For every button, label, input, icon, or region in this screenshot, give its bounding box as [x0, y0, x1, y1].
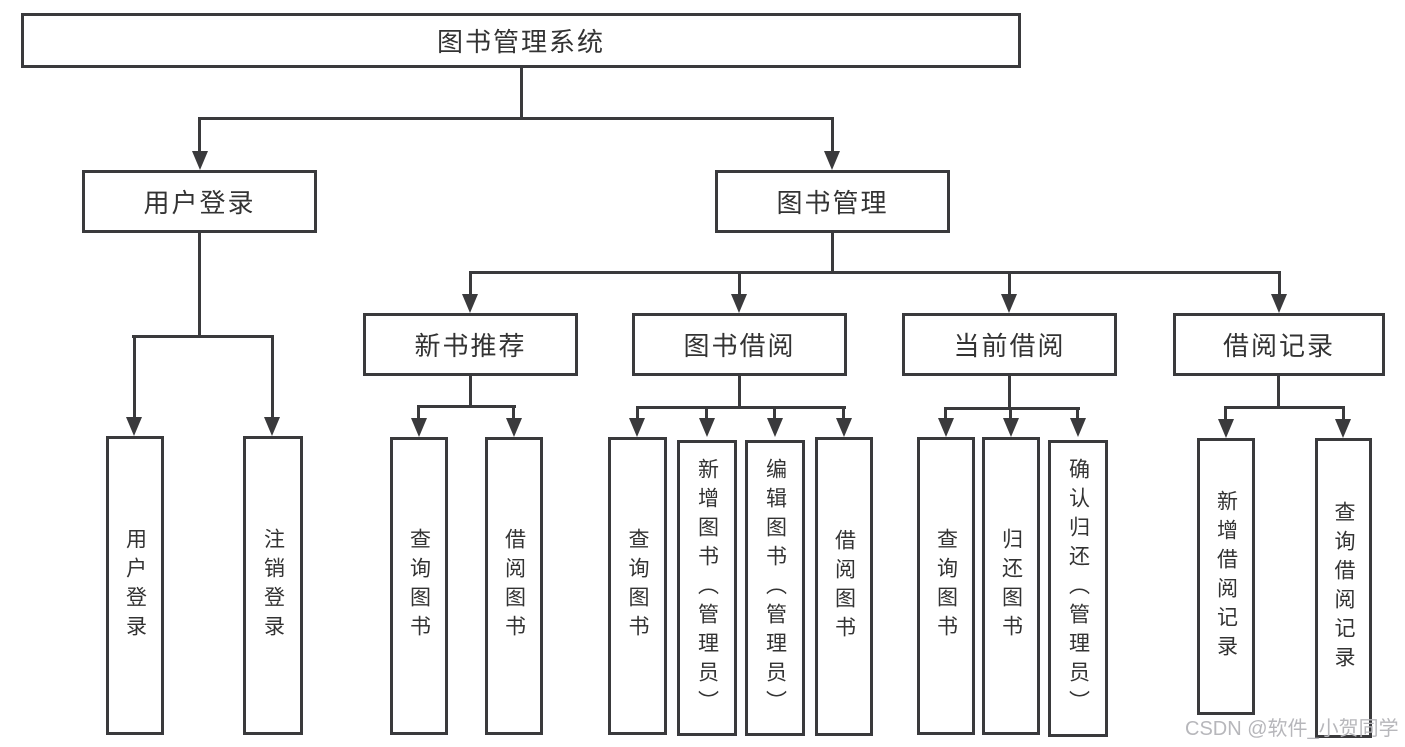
connector-shaft [944, 407, 947, 419]
node-borrowing-records: 借阅记录 [1173, 313, 1385, 376]
connector-shaft [417, 405, 420, 419]
node-book-borrowing: 图书借阅 [632, 313, 847, 376]
node-leaf-borrow-books-recommend: 借阅图书 [485, 437, 543, 735]
node-book-management: 图书管理 [715, 170, 950, 233]
connector-bookborrow-rail [636, 406, 846, 409]
connector-shaft-new-book [469, 271, 472, 297]
node-current-borrowing: 当前借阅 [902, 313, 1117, 376]
connector-shaft [1076, 407, 1079, 419]
node-label: 新增借阅记录 [1214, 489, 1238, 664]
arrowhead-down-icon [1271, 294, 1287, 313]
connector-newbook-stub [469, 376, 472, 408]
node-label: 借阅记录 [1222, 331, 1335, 361]
node-label: 图书管理系统 [436, 27, 605, 57]
connector-records-rail [1224, 406, 1345, 409]
connector-shaft-book-management [831, 117, 834, 153]
node-leaf-add-borrow-record: 新增借阅记录 [1197, 438, 1255, 715]
arrowhead-down-icon [836, 418, 852, 437]
node-label: 确认归还（管理员） [1066, 458, 1090, 719]
connector-bookmgmt-rail [469, 271, 1281, 274]
arrowhead-down-icon [699, 418, 715, 437]
arrowhead-down-icon [411, 418, 427, 437]
node-label: 查询借阅记录 [1332, 501, 1355, 675]
node-leaf-query-books-borrow: 查询图书 [608, 437, 667, 735]
connector-shaft [1224, 406, 1227, 420]
connector-bookborrow-stub [738, 376, 741, 409]
node-leaf-add-books-admin: 新增图书（管理员） [677, 440, 737, 736]
csdn-watermark: CSDN @软件_小贺同学 [1185, 718, 1399, 740]
arrowhead-down-icon [506, 418, 522, 437]
connector-shaft-borrow-records [1278, 271, 1281, 297]
node-label: 查询图书 [626, 528, 649, 644]
connector-bookmgmt-stub [831, 233, 834, 274]
connector-shaft-user-login [198, 117, 201, 153]
arrowhead-down-icon [462, 294, 478, 313]
node-leaf-borrow-books: 借阅图书 [815, 437, 873, 736]
connector-newbook-rail [417, 405, 516, 408]
node-label: 归还图书 [999, 528, 1023, 644]
node-label: 注销登录 [261, 527, 285, 644]
connector-shaft [1342, 406, 1345, 420]
node-new-book-recommend: 新书推荐 [363, 313, 578, 376]
connector-shaft [1009, 407, 1012, 419]
node-leaf-edit-books-admin: 编辑图书（管理员） [745, 440, 805, 736]
connector-shaft-login [133, 335, 136, 420]
connector-currentborrow-stub [1008, 376, 1011, 410]
arrowhead-down-icon [824, 151, 840, 170]
node-label: 当前借阅 [953, 331, 1066, 361]
connector-userlogin-stub [198, 233, 201, 338]
arrowhead-down-icon [126, 417, 142, 436]
connector-currentborrow-rail [944, 407, 1080, 410]
arrowhead-down-icon [192, 151, 208, 170]
arrowhead-down-icon [1335, 419, 1351, 438]
arrowhead-down-icon [629, 418, 645, 437]
node-label: 查询图书 [407, 528, 431, 644]
arrowhead-down-icon [1070, 418, 1086, 437]
node-leaf-logout: 注销登录 [243, 436, 303, 735]
connector-userlogin-rail [132, 335, 274, 338]
connector-shaft [512, 405, 515, 419]
connector-shaft [636, 406, 639, 419]
connector-shaft-current-borrow [1008, 271, 1011, 297]
node-label: 用户登录 [143, 188, 256, 218]
node-user-login: 用户登录 [82, 170, 317, 233]
connector-shaft-book-borrow [738, 271, 741, 297]
node-label: 编辑图书（管理员） [763, 457, 787, 719]
node-leaf-query-books-recommend: 查询图书 [390, 437, 448, 735]
arrowhead-down-icon [938, 418, 954, 437]
node-leaf-query-books-current: 查询图书 [917, 437, 975, 735]
connector-shaft [705, 406, 708, 419]
node-label: 借阅图书 [832, 528, 856, 645]
arrowhead-down-icon [1218, 419, 1234, 438]
node-label: 新增图书（管理员） [695, 457, 719, 719]
connector-shaft [773, 406, 776, 419]
connector-root-stub [520, 68, 523, 120]
connector-root-rail [198, 117, 834, 120]
connector-shaft-logout [271, 335, 274, 420]
node-leaf-return-books: 归还图书 [982, 437, 1040, 735]
node-leaf-user-login: 用户登录 [106, 436, 164, 735]
connector-shaft [842, 406, 845, 419]
arrowhead-down-icon [1003, 418, 1019, 437]
node-leaf-confirm-return-admin: 确认归还（管理员） [1048, 440, 1108, 737]
arrowhead-down-icon [731, 294, 747, 313]
arrowhead-down-icon [1001, 294, 1017, 313]
node-label: 借阅图书 [502, 528, 526, 644]
arrowhead-down-icon [767, 418, 783, 437]
node-root: 图书管理系统 [21, 13, 1021, 68]
node-leaf-query-borrow-record: 查询借阅记录 [1315, 438, 1372, 738]
node-label: 用户登录 [123, 527, 147, 644]
node-label: 图书借阅 [683, 331, 796, 361]
connector-records-stub [1277, 376, 1280, 409]
arrowhead-down-icon [264, 417, 280, 436]
node-label: 新书推荐 [414, 331, 527, 361]
node-label: 图书管理 [776, 188, 889, 218]
node-label: 查询图书 [934, 528, 958, 644]
